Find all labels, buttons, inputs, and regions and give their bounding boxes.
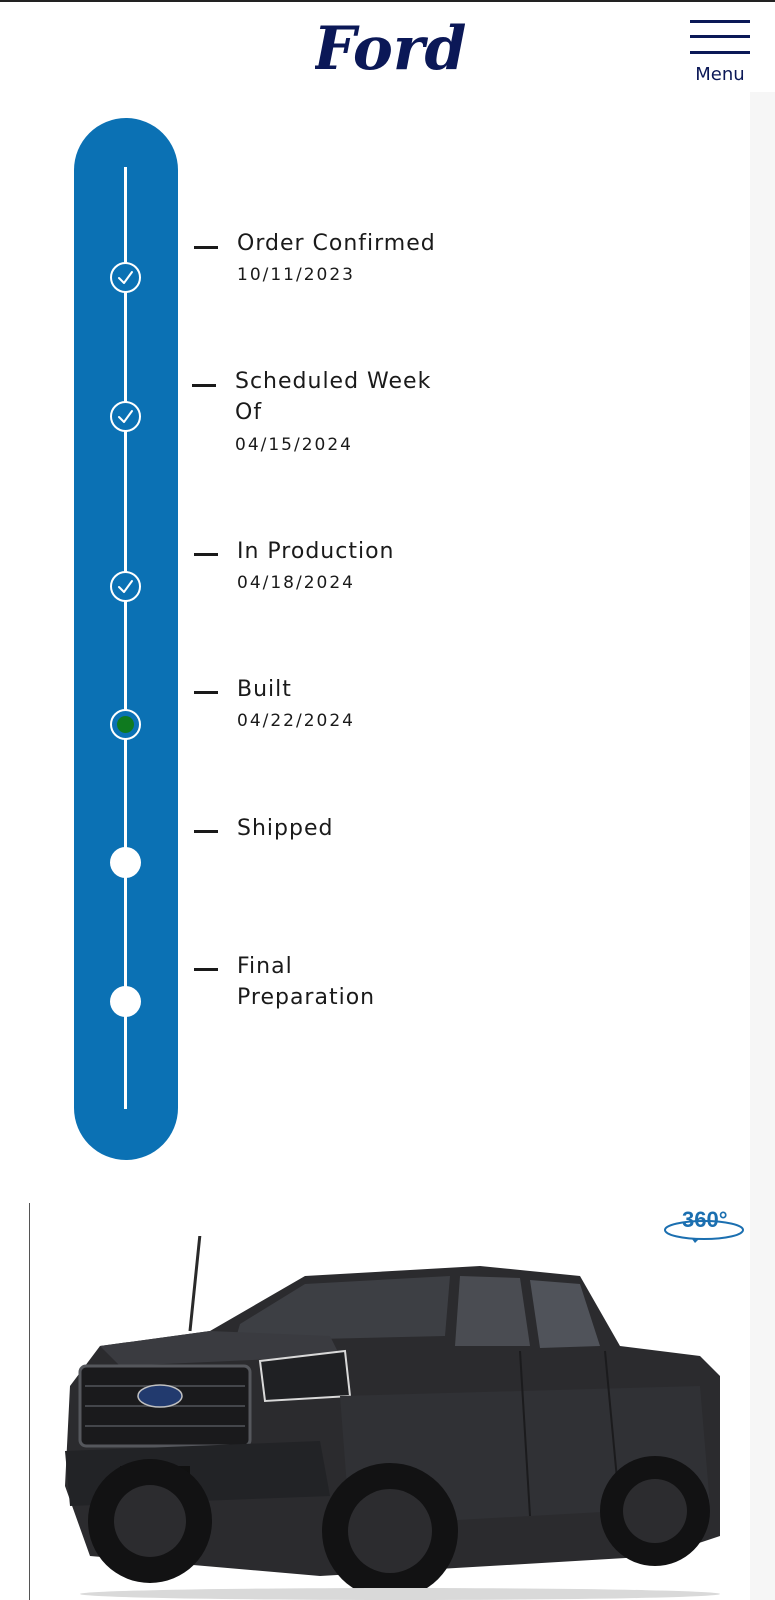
step-dash [194,246,218,249]
step-dash [194,691,218,694]
step-label: Shipped [237,816,334,841]
hamburger-icon [690,20,750,23]
tracker-rail [124,167,127,1109]
step-date: 04/15/2024 [235,435,353,455]
current-dot [117,716,134,733]
step-current-icon [110,709,141,740]
step-complete-icon [110,571,141,602]
step-date: 04/22/2024 [237,711,355,731]
ford-logo-text: Ford [315,14,465,84]
step-label: Order Confirmed [237,231,436,256]
step-dash [192,384,216,387]
step-dash [194,553,218,556]
step-dash [194,830,218,833]
step-label: Built [237,677,292,702]
step-dash [194,968,218,971]
step-pending-icon [110,847,141,878]
step-label: Scheduled Week Of [235,369,432,425]
menu-button[interactable]: Menu [688,20,752,88]
view-360-label: 360° [682,1207,728,1232]
step-pending-icon [110,986,141,1017]
step-complete-icon [110,401,141,432]
site-header: Ford Menu [0,2,775,90]
step-label: In Production [237,539,395,564]
menu-label: Menu [695,64,745,85]
view-360-button[interactable]: 360° [662,1205,746,1245]
step-date: 04/18/2024 [237,573,355,593]
step-date: 10/11/2023 [237,265,355,285]
top-border [0,0,775,2]
rotate-360-icon [664,1220,744,1243]
page-edge [750,92,775,1600]
pickup-truck-image [65,1236,720,1600]
step-complete-icon [110,262,141,293]
ford-logo[interactable]: Ford [312,14,467,84]
step-label: Final Preparation [237,954,376,1010]
vehicle-panel-edge [29,1203,30,1600]
